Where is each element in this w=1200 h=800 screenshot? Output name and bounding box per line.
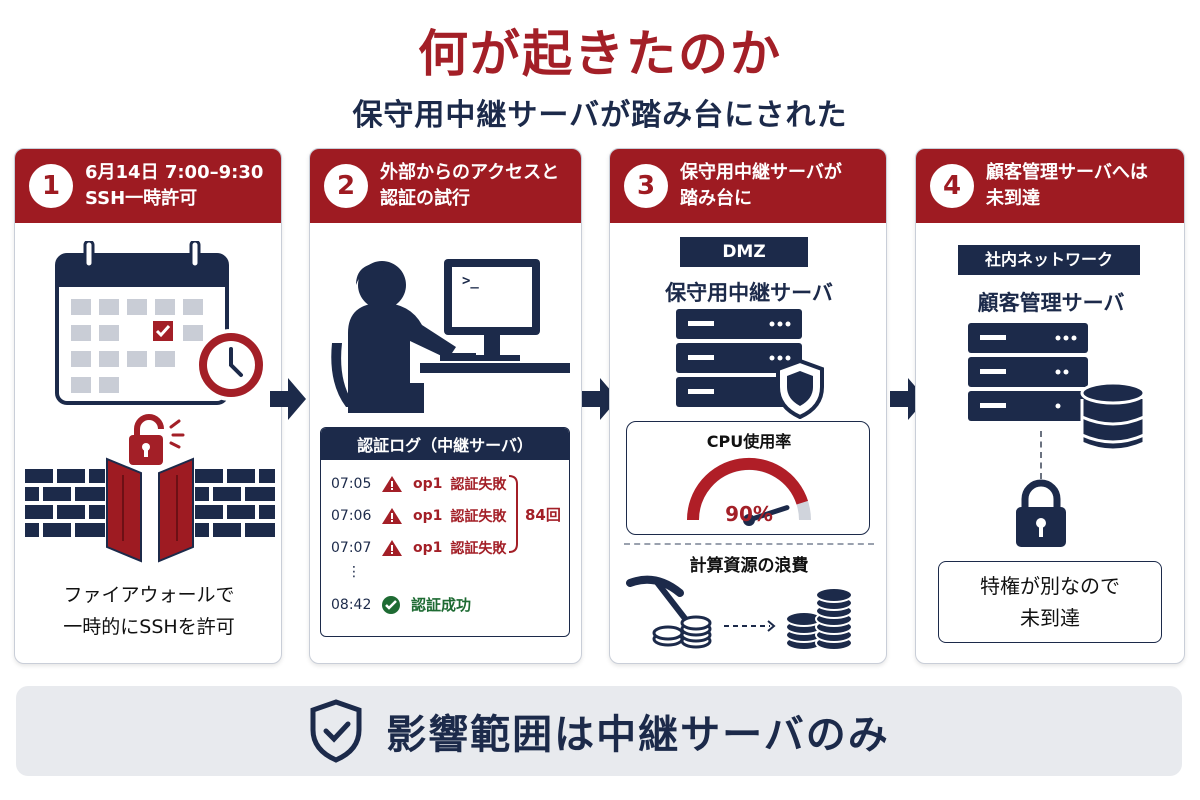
step-header-1: 1 6月14日 7:00–9:30 SSH一時許可 xyxy=(15,149,281,223)
calendar-icon xyxy=(55,241,229,405)
warning-icon xyxy=(382,476,402,492)
log-ellipsis: ⋮ xyxy=(347,564,361,580)
log-time: 07:07 xyxy=(331,540,372,556)
server-icon xyxy=(676,309,802,407)
coins-icon xyxy=(652,615,712,649)
step-title-line2: 認証の試行 xyxy=(380,188,470,209)
conclusion-text: 影響範囲は中継サーバのみ xyxy=(386,712,890,758)
zone-label-dmz: DMZ xyxy=(680,237,808,267)
caption-line1: 特権が別なので xyxy=(980,574,1120,598)
flow-arrow-icon xyxy=(270,378,306,420)
caption-line2: 一時的にSSHを許可 xyxy=(63,616,235,638)
firewall-icon xyxy=(25,457,275,563)
auth-log-title: 認証ログ（中継サーバ） xyxy=(321,428,569,460)
cpu-value: 90% xyxy=(725,502,773,526)
coin-stack-icon xyxy=(785,587,853,651)
dashed-arrow-icon xyxy=(724,620,776,632)
log-time: 07:06 xyxy=(331,508,372,524)
database-icon xyxy=(1080,381,1146,452)
step-title-line2: SSH一時許可 xyxy=(85,188,198,209)
conclusion-banner: 影響範囲は中継サーバのみ xyxy=(16,686,1182,776)
shield-check-icon xyxy=(310,699,362,763)
step-header-2: 2 外部からのアクセスと 認証の試行 xyxy=(310,149,581,223)
step-number-4: 4 xyxy=(930,164,974,208)
clock-icon xyxy=(195,329,267,401)
divider xyxy=(624,543,874,545)
log-user: op1 xyxy=(413,540,443,556)
caption-line1: ファイアウォールで xyxy=(63,584,235,606)
pickaxe-icon xyxy=(626,575,693,628)
step-number-3: 3 xyxy=(624,164,668,208)
terminal-icon: >_ xyxy=(462,273,479,289)
step-title-1: 6月14日 7:00–9:30 SSH一時許可 xyxy=(85,160,263,212)
page-title: 何が起きたのか xyxy=(418,25,782,83)
step-header-3: 3 保守用中継サーバが 踏み台に xyxy=(610,149,886,223)
caption-line2: 未到達 xyxy=(1020,606,1080,630)
log-user: op1 xyxy=(413,508,443,524)
step-header-4: 4 顧客管理サーバへは 未到達 xyxy=(916,149,1184,223)
log-time: 07:05 xyxy=(331,476,372,492)
shield-icon xyxy=(776,359,824,419)
bracket-icon xyxy=(508,475,518,553)
log-result: 認証失敗 xyxy=(450,541,507,557)
log-result: 認証失敗 xyxy=(450,509,507,525)
step-card-1: 1 6月14日 7:00–9:30 SSH一時許可 xyxy=(14,148,282,664)
log-result-success: 認証成功 xyxy=(411,596,472,614)
auth-log-panel: 認証ログ（中継サーバ） 07:05 op1 認証失敗 07:06 op1 認証失… xyxy=(320,427,570,637)
waste-label: 計算資源の浪費 xyxy=(689,556,809,576)
step-number-2: 2 xyxy=(324,164,368,208)
page-subtitle: 保守用中継サーバが踏み台にされた xyxy=(352,98,848,133)
step-title-line1: 顧客管理サーバへは xyxy=(986,162,1148,183)
cpu-label: CPU使用率 xyxy=(706,432,792,451)
unlock-icon xyxy=(129,414,185,465)
step-title-line1: 外部からのアクセスと xyxy=(380,162,560,183)
log-row: 07:07 op1 認証失敗 xyxy=(331,538,506,558)
log-user: op1 xyxy=(413,476,443,492)
gauge-icon xyxy=(686,457,811,526)
step-card-3: 3 保守用中継サーバが 踏み台に DMZ 保守用中継サーバ CPU使用率 xyxy=(609,148,887,664)
log-row-success: 08:42 認証成功 xyxy=(331,594,471,615)
step-title-line1: 6月14日 7:00–9:30 xyxy=(85,162,264,183)
dashed-connector xyxy=(1040,431,1042,479)
fail-count: 84回 xyxy=(525,506,561,524)
step-card-2: 2 外部からのアクセスと 認証の試行 >_ 認証ログ（中継サーバ） 07:05 … xyxy=(309,148,582,664)
step-card-4: 4 顧客管理サーバへは 未到達 社内ネットワーク 顧客管理サーバ xyxy=(915,148,1185,664)
log-row: 07:06 op1 認証失敗 xyxy=(331,506,506,526)
log-row: 07:05 op1 認証失敗 xyxy=(331,474,506,494)
cpu-usage-panel: CPU使用率 90% xyxy=(626,421,870,535)
step-title-line1: 保守用中継サーバが xyxy=(680,162,842,183)
step-title-line2: 踏み台に xyxy=(680,188,752,209)
step-title-4: 顧客管理サーバへは 未到達 xyxy=(986,160,1148,212)
warning-icon xyxy=(382,508,402,524)
zone-label-internal: 社内ネットワーク xyxy=(958,245,1140,275)
step-number-1: 1 xyxy=(29,164,73,208)
caption-box: 特権が別なので 未到達 xyxy=(938,561,1162,643)
server-label: 保守用中継サーバ xyxy=(665,281,833,305)
step-title-3: 保守用中継サーバが 踏み台に xyxy=(680,160,842,212)
step-title-2: 外部からのアクセスと 認証の試行 xyxy=(380,160,559,212)
attacker-icon xyxy=(331,259,570,413)
lock-icon xyxy=(1016,479,1066,547)
step-title-line2: 未到達 xyxy=(986,188,1040,209)
log-result: 認証失敗 xyxy=(450,477,507,493)
server-label: 顧客管理サーバ xyxy=(977,291,1125,315)
warning-icon xyxy=(382,540,402,556)
step-caption-4: 特権が別なので 未到達 xyxy=(939,570,1161,634)
check-circle-icon xyxy=(382,595,400,614)
log-time: 08:42 xyxy=(331,596,372,613)
step-caption-1: ファイアウォールで 一時的にSSHを許可 xyxy=(15,579,281,643)
server-icon xyxy=(968,323,1088,421)
